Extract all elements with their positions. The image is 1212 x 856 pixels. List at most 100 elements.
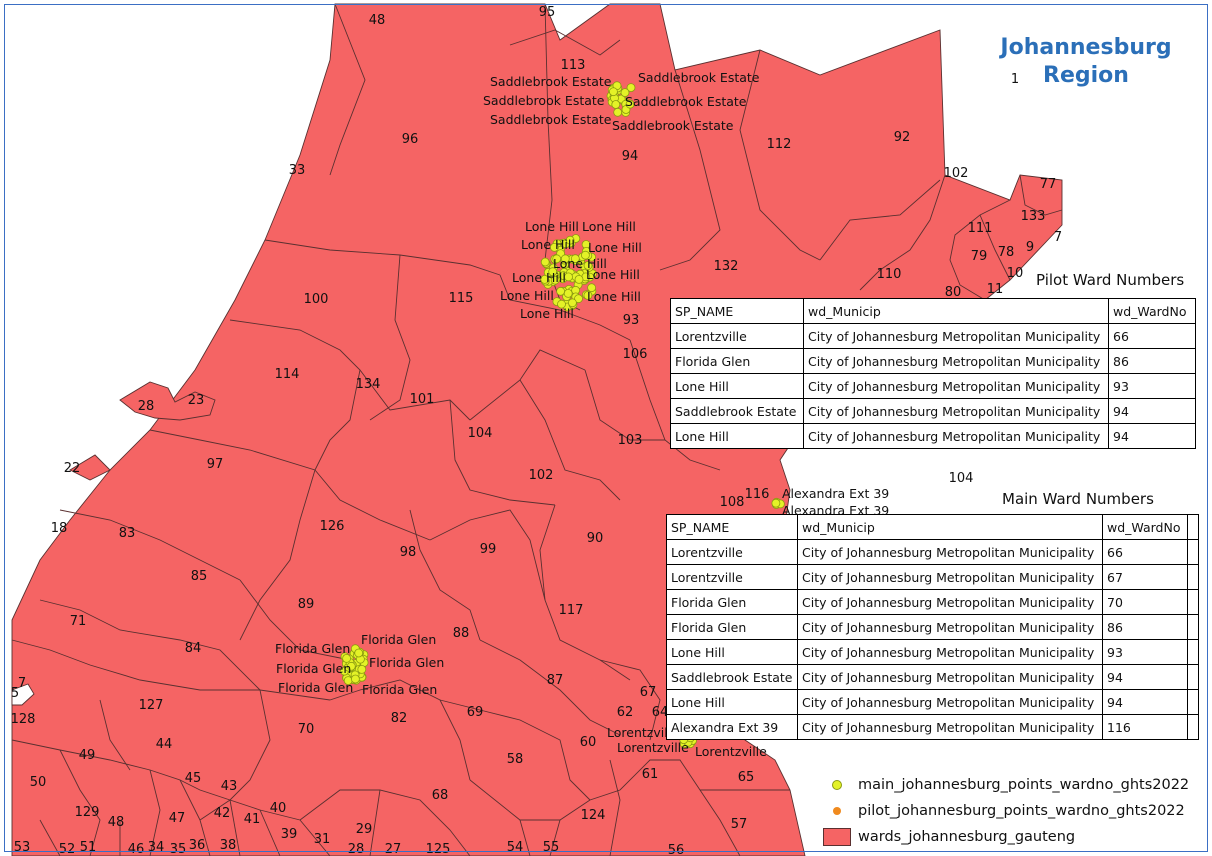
table-row[interactable]: Florida Glen City of Johannesburg Metrop… bbox=[666, 589, 1199, 615]
table-cell: Saddlebrook Estate bbox=[670, 398, 804, 424]
table-cell: Lone Hill bbox=[666, 639, 798, 665]
table-row[interactable]: Lorentzville City of Johannesburg Metrop… bbox=[666, 539, 1199, 565]
main-point-marker[interactable] bbox=[583, 261, 593, 270]
table-row[interactable]: Lorentzville City of Johannesburg Metrop… bbox=[666, 564, 1199, 590]
ward-28[interactable] bbox=[119, 381, 216, 421]
ward-west-notch[interactable] bbox=[11, 683, 35, 706]
legend-item-pilot-points[interactable]: pilot_johannesburg_points_wardno_ghts202… bbox=[820, 798, 1189, 824]
pilot-ward-table: SP_NAME wd_Municip wd_WardNo Lorentzvill… bbox=[670, 298, 1196, 449]
table-cell bbox=[1187, 614, 1199, 640]
ward-label: 46 bbox=[128, 842, 145, 856]
main-point-marker[interactable] bbox=[350, 674, 360, 684]
main-point-marker[interactable] bbox=[565, 235, 575, 245]
table-row[interactable]: Lone Hill City of Johannesburg Metropoli… bbox=[670, 423, 1196, 449]
place-label-florida-glen: Florida Glen bbox=[369, 655, 444, 670]
main-point-marker[interactable] bbox=[556, 286, 565, 296]
ward-region[interactable] bbox=[11, 3, 1063, 856]
table-cell: 70 bbox=[1102, 589, 1188, 615]
main-point-marker[interactable] bbox=[611, 100, 621, 109]
main-point-marker[interactable] bbox=[613, 107, 623, 117]
main-point-marker[interactable] bbox=[540, 274, 550, 284]
place-label-lone-hill: Lone Hill bbox=[553, 256, 607, 271]
table-cell: City of Johannesburg Metropolitan Munici… bbox=[797, 589, 1103, 615]
ward-label: 48 bbox=[108, 815, 125, 830]
main-point-marker[interactable] bbox=[548, 267, 558, 277]
main-point-marker[interactable] bbox=[609, 87, 618, 97]
main-point-marker[interactable] bbox=[563, 288, 573, 298]
main-point-marker[interactable] bbox=[574, 274, 584, 284]
legend-item-main-points[interactable]: main_johannesburg_points_wardno_ghts2022 bbox=[820, 772, 1189, 798]
saddlebrook-points[interactable] bbox=[606, 81, 636, 117]
ward-label: 102 bbox=[529, 468, 554, 483]
ward-label: 50 bbox=[30, 775, 47, 790]
table-row[interactable]: Alexandra Ext 39 City of Johannesburg Me… bbox=[666, 714, 1199, 740]
main-point-marker[interactable] bbox=[581, 250, 590, 260]
main-point-marker[interactable] bbox=[568, 298, 577, 308]
main-point-marker[interactable] bbox=[583, 290, 593, 300]
place-label-lorentzville: Lorentzville bbox=[617, 740, 689, 755]
place-label-lone-hill: Lone Hill bbox=[582, 219, 636, 234]
main-point-clusters[interactable] bbox=[339, 81, 785, 749]
ward-label: 45 bbox=[185, 771, 202, 786]
main-ward-table: SP_NAME wd_Municip wd_WardNo Lorentzvill… bbox=[666, 514, 1199, 740]
table-cell: City of Johannesburg Metropolitan Munici… bbox=[797, 664, 1103, 690]
main-point-marker[interactable] bbox=[540, 257, 550, 267]
ward-label: 27 bbox=[385, 842, 402, 856]
ward-label: 48 bbox=[369, 13, 386, 28]
table-row[interactable]: Lone Hill City of Johannesburg Metropoli… bbox=[666, 689, 1199, 715]
table-cell bbox=[1187, 589, 1199, 615]
legend-item-wards[interactable]: wards_johannesburg_gauteng bbox=[820, 824, 1189, 850]
ward-label: 127 bbox=[139, 698, 164, 713]
table-cell: City of Johannesburg Metropolitan Munici… bbox=[797, 564, 1103, 590]
main-point-marker[interactable] bbox=[550, 242, 559, 252]
table-row[interactable]: Lone Hill City of Johannesburg Metropoli… bbox=[666, 639, 1199, 665]
ward-label: 29 bbox=[356, 822, 373, 837]
ward-22[interactable] bbox=[69, 454, 111, 481]
table-header-cell: wd_Municip bbox=[803, 298, 1109, 324]
main-point-marker[interactable] bbox=[346, 661, 356, 671]
table-header-cell: SP_NAME bbox=[670, 298, 804, 324]
main-point-marker[interactable] bbox=[550, 275, 560, 285]
main-point-marker[interactable] bbox=[557, 299, 566, 309]
place-label-lone-hill: Lone Hill bbox=[520, 306, 574, 321]
table-cell: City of Johannesburg Metropolitan Munici… bbox=[797, 539, 1103, 565]
florida-glen-points[interactable] bbox=[339, 644, 369, 685]
table-cell: City of Johannesburg Metropolitan Munici… bbox=[803, 323, 1109, 349]
table-cell: Lone Hill bbox=[670, 423, 804, 449]
main-point-marker[interactable] bbox=[354, 648, 364, 658]
main-point-marker[interactable] bbox=[620, 88, 630, 97]
main-point-marker[interactable] bbox=[587, 283, 596, 293]
ward-labels: 48 95 113 1 96 94 112 92 33 102 77 133 7… bbox=[11, 5, 1063, 856]
ward-label: 35 bbox=[170, 842, 187, 856]
table-row[interactable]: Lone Hill City of Johannesburg Metropoli… bbox=[670, 373, 1196, 399]
main-point-marker[interactable] bbox=[357, 665, 367, 674]
main-point-marker[interactable] bbox=[564, 272, 573, 282]
place-label-lone-hill: Lone Hill bbox=[587, 289, 641, 304]
place-label-saddlebrook: Saddlebrook Estate bbox=[483, 93, 605, 108]
place-label-saddlebrook: Saddlebrook Estate bbox=[638, 70, 760, 85]
main-point-marker[interactable] bbox=[625, 99, 635, 109]
table-row[interactable]: Saddlebrook Estate City of Johannesburg … bbox=[666, 664, 1199, 690]
place-labels: Saddlebrook Estate Saddlebrook Estate Sa… bbox=[275, 70, 889, 759]
main-point-marker[interactable] bbox=[626, 83, 636, 92]
ward-label: 69 bbox=[467, 705, 484, 720]
ward-label: 52 bbox=[59, 842, 76, 856]
lone-hill-points[interactable] bbox=[540, 234, 597, 312]
table-row[interactable]: Saddlebrook Estate City of Johannesburg … bbox=[670, 398, 1196, 424]
alexandra-points[interactable] bbox=[771, 497, 785, 509]
table-row[interactable]: Lorentzville City of Johannesburg Metrop… bbox=[670, 323, 1196, 349]
table-row[interactable]: Florida Glen City of Johannesburg Metrop… bbox=[666, 614, 1199, 640]
main-point-marker[interactable] bbox=[771, 498, 781, 508]
table-cell bbox=[1187, 714, 1199, 740]
ward-label: 129 bbox=[75, 805, 100, 820]
ward-label: 55 bbox=[543, 840, 560, 855]
main-point-marker[interactable] bbox=[570, 254, 580, 264]
main-point-marker[interactable] bbox=[574, 294, 583, 304]
main-point-marker[interactable] bbox=[552, 254, 562, 264]
main-point-marker[interactable] bbox=[560, 254, 570, 264]
table-row[interactable]: Florida Glen City of Johannesburg Metrop… bbox=[670, 348, 1196, 374]
main-point-marker[interactable] bbox=[342, 654, 352, 663]
ward-label: 7 bbox=[1054, 230, 1062, 245]
table-cell: 93 bbox=[1102, 639, 1188, 665]
